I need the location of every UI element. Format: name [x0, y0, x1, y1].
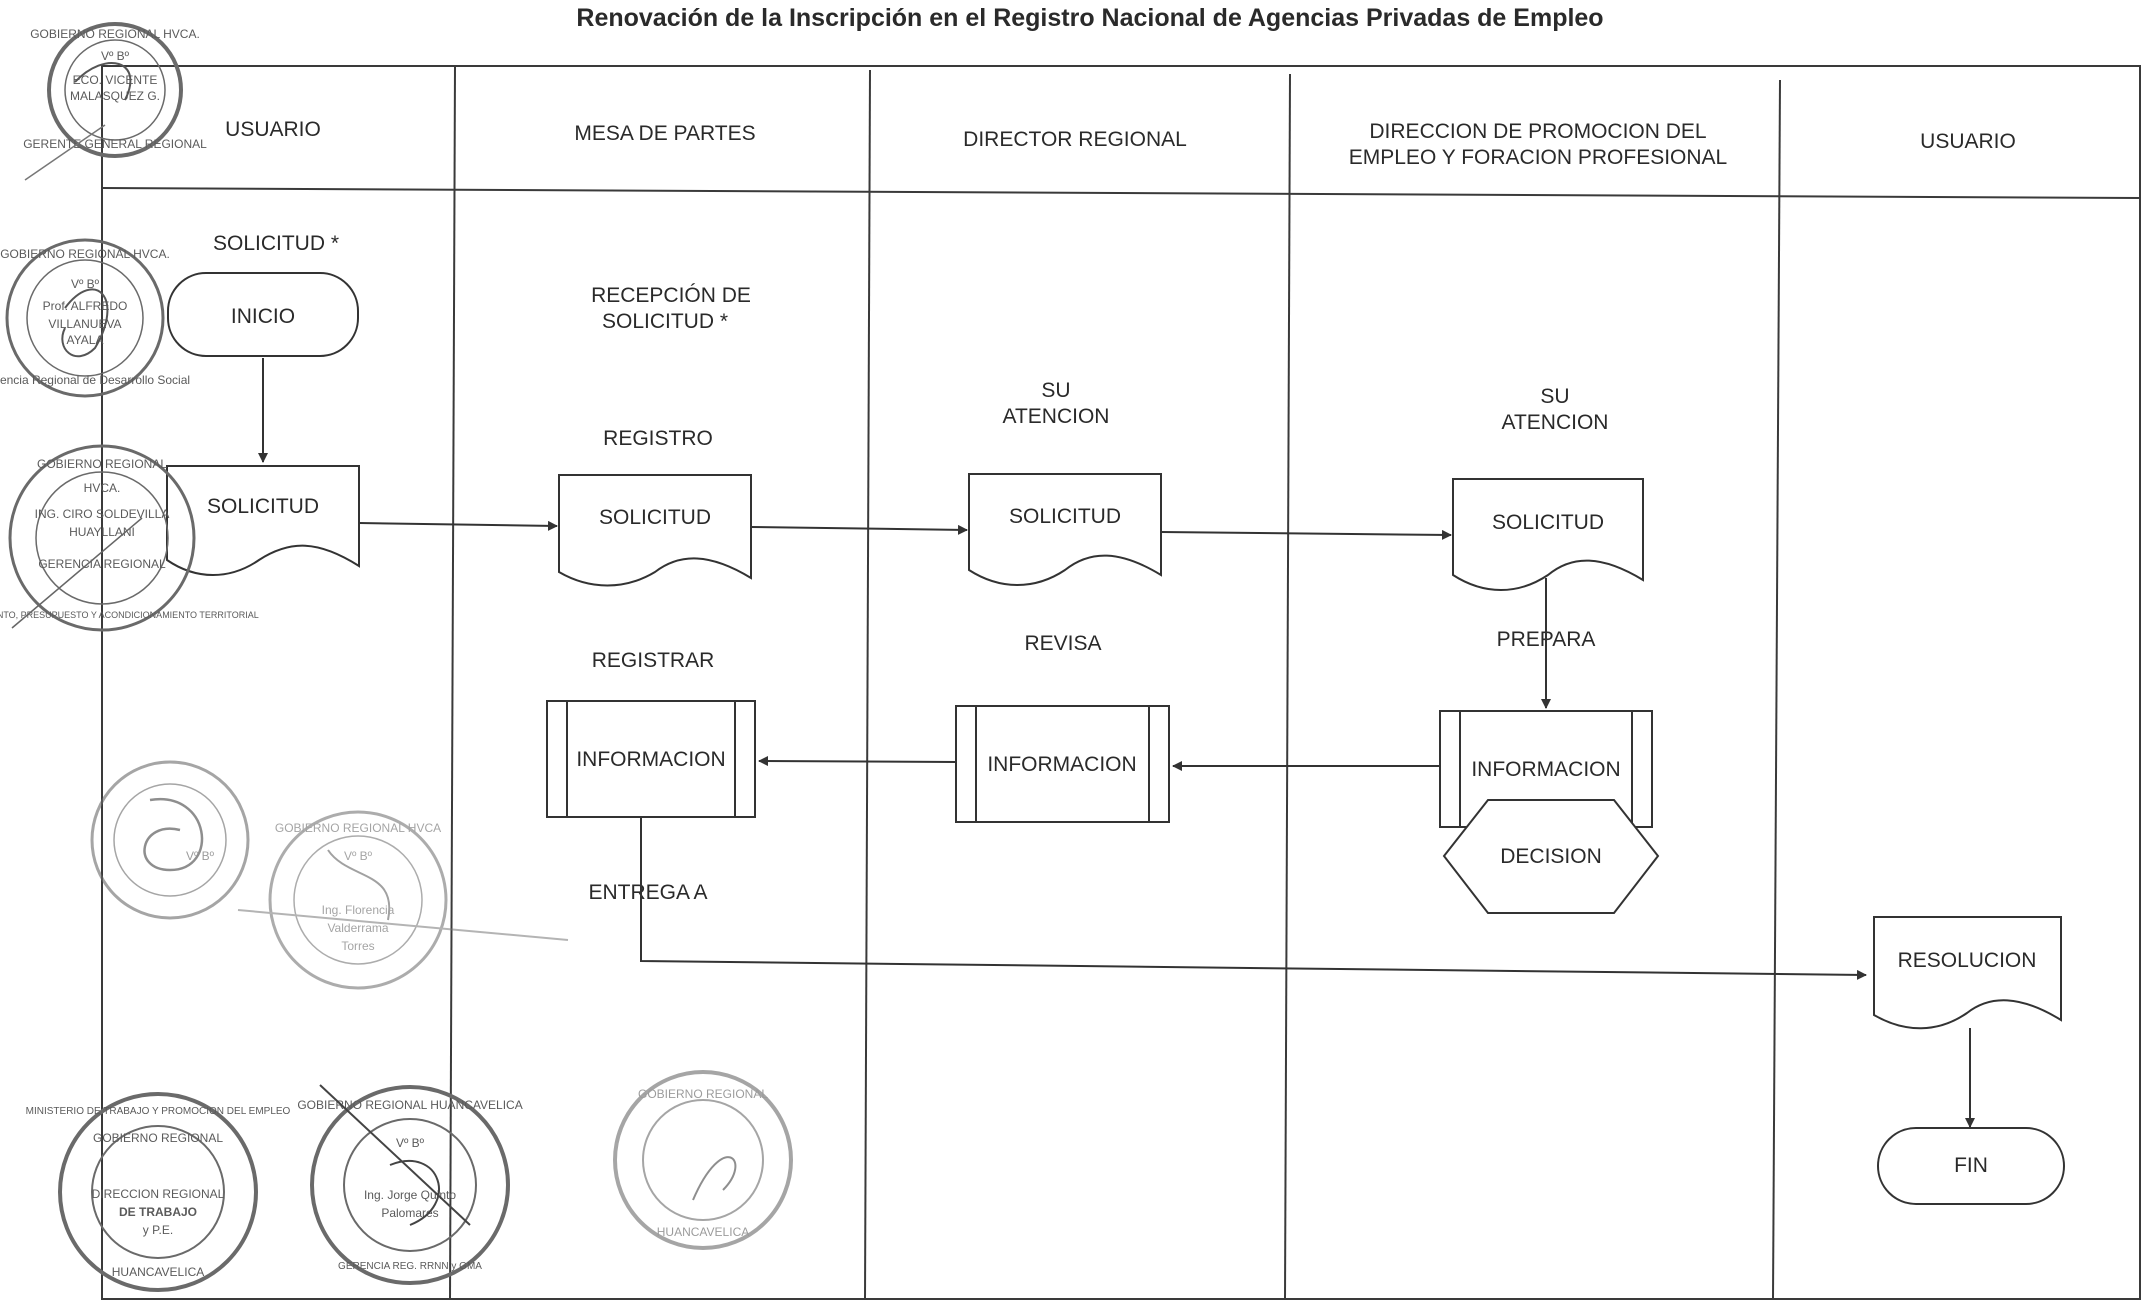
stamp-seal-1: GOBIERNO REGIONAL HVCA. Vº Bº ECO. VICEN…: [23, 22, 207, 181]
lane-header-director-regional: DIRECTOR REGIONAL: [963, 128, 1187, 151]
informacion-process-1: INFORMACION: [546, 700, 756, 818]
svg-text:USUARIO: USUARIO: [225, 118, 321, 141]
svg-text:RESOLUCION: RESOLUCION: [1898, 949, 2037, 972]
svg-text:INFORMACION: INFORMACION: [576, 748, 725, 771]
svg-text:GOBIERNO REGIONAL HVCA: GOBIERNO REGIONAL HVCA: [275, 821, 441, 835]
svg-text:INFORMACION: INFORMACION: [1471, 758, 1620, 781]
label-su-1: SU: [1041, 379, 1070, 402]
lane-header-mesa-de-partes: MESA DE PARTES: [574, 122, 755, 145]
label-entrega: ENTREGA A: [588, 881, 707, 904]
arrow-info1-to-resolucion: [640, 818, 1867, 980]
connectors: [258, 358, 1975, 1128]
svg-text:HVCA.: HVCA.: [84, 481, 121, 495]
arrow-sol1-to-sol2: [358, 520, 558, 531]
svg-text:GERENCIA REG. RRNN y GMA: GERENCIA REG. RRNN y GMA: [338, 1261, 482, 1272]
svg-text:Vº Bº: Vº Bº: [396, 1136, 425, 1150]
svg-text:GOBIERNO REGIONAL HUANCAVELICA: GOBIERNO REGIONAL HUANCAVELICA: [297, 1098, 522, 1112]
label-registrar: REGISTRAR: [592, 649, 715, 672]
svg-text:MALASQUEZ G.: MALASQUEZ G.: [70, 89, 160, 103]
lane-header-usuario-2: USUARIO: [1920, 130, 2016, 153]
svg-text:INFORMACION: INFORMACION: [987, 753, 1136, 776]
svg-text:y P.E.: y P.E.: [143, 1223, 173, 1237]
stamp-seal-6: MINISTERIO DE TRABAJO Y PROMOCION DEL EM…: [26, 1092, 291, 1292]
svg-text:GOBIERNO REGIONAL HVCA.: GOBIERNO REGIONAL HVCA.: [0, 247, 170, 261]
svg-text:Torres: Torres: [341, 939, 374, 953]
stamp-seal-4: Vº Bº: [90, 760, 250, 920]
arrow-info2-to-info1: [758, 756, 957, 767]
decision-hexagon: DECISION: [1442, 799, 1660, 914]
label-atencion-2: ATENCION: [1502, 411, 1609, 434]
label-su-2: SU: [1540, 385, 1569, 408]
svg-text:Valderrama: Valderrama: [327, 921, 388, 935]
svg-text:EMPLEO Y FORACION PROFESIONAL: EMPLEO Y FORACION PROFESIONAL: [1349, 146, 1727, 169]
svg-text:DECISION: DECISION: [1500, 845, 1602, 868]
swimlane-grid: [101, 65, 2141, 1300]
svg-text:Gerencia Regional de Desarroll: Gerencia Regional de Desarrollo Social: [0, 373, 190, 387]
svg-text:AYALA: AYALA: [67, 333, 104, 347]
svg-text:GERENTE GENERAL REGIONAL: GERENTE GENERAL REGIONAL: [23, 137, 207, 151]
stamp-seal-3: GOBIERNO REGIONAL HVCA. ING. CIRO SOLDEV…: [0, 444, 259, 632]
arrow-sol2-to-sol3: [750, 524, 968, 535]
solicitud-document-3: SOLICITUD: [968, 473, 1162, 586]
svg-text:Vº Bº: Vº Bº: [101, 49, 130, 63]
label-revisa: REVISA: [1024, 632, 1101, 655]
svg-text:Palomares: Palomares: [381, 1206, 438, 1220]
svg-text:SOLICITUD: SOLICITUD: [207, 495, 319, 518]
svg-text:Vº Bº: Vº Bº: [186, 849, 215, 863]
svg-text:VILLANUEVA: VILLANUEVA: [48, 317, 121, 331]
svg-text:DIRECCION REGIONAL: DIRECCION REGIONAL: [92, 1187, 225, 1201]
svg-text:INICIO: INICIO: [231, 305, 295, 328]
svg-text:SOLICITUD: SOLICITUD: [1009, 505, 1121, 528]
svg-text:SOLICITUD: SOLICITUD: [1492, 511, 1604, 534]
solicitud-document-1: SOLICITUD: [166, 465, 360, 576]
svg-text:PLANEAMIENTO, PRESUPUESTO Y AC: PLANEAMIENTO, PRESUPUESTO Y ACONDICIONAM…: [0, 610, 259, 620]
arrow-sol3-to-sol4: [1160, 529, 1452, 540]
diagram-title: Renovación de la Inscripción en el Regis…: [576, 4, 1603, 32]
solicitud-document-2: SOLICITUD: [558, 474, 752, 587]
svg-text:GOBIERNO REGIONAL HVCA.: GOBIERNO REGIONAL HVCA.: [30, 27, 200, 41]
stamp-seal-2: GOBIERNO REGIONAL HVCA. Vº Bº Prof. ALFR…: [0, 238, 190, 398]
stamp-seal-7: GOBIERNO REGIONAL HUANCAVELICA Vº Bº Ing…: [297, 1084, 523, 1285]
svg-text:FIN: FIN: [1954, 1154, 1988, 1177]
label-atencion-1: ATENCION: [1003, 405, 1110, 428]
label-recepcion-1: RECEPCIÓN DE: [591, 284, 751, 307]
svg-text:Prof. ALFREDO: Prof. ALFREDO: [43, 299, 128, 313]
svg-text:GOBIERNO REGIONAL: GOBIERNO REGIONAL: [37, 457, 167, 471]
inicio-terminator: INICIO: [167, 272, 359, 357]
svg-text:GOBIERNO REGIONAL: GOBIERNO REGIONAL: [93, 1131, 223, 1145]
svg-text:HUANCAVELICA: HUANCAVELICA: [657, 1225, 749, 1239]
svg-text:ING. CIRO SOLDEVILLA: ING. CIRO SOLDEVILLA: [35, 507, 170, 521]
svg-text:HUANCAVELICA: HUANCAVELICA: [112, 1265, 204, 1279]
svg-text:Ing. Florencia: Ing. Florencia: [322, 903, 395, 917]
svg-text:DIRECTOR REGIONAL: DIRECTOR REGIONAL: [963, 128, 1187, 151]
svg-text:USUARIO: USUARIO: [1920, 130, 2016, 153]
lane-header-direccion-promocion: DIRECCION DE PROMOCION DEL EMPLEO Y FORA…: [1349, 120, 1727, 169]
svg-text:DE TRABAJO: DE TRABAJO: [119, 1205, 197, 1219]
informacion-process-2: INFORMACION: [955, 705, 1170, 823]
svg-text:Vº Bº: Vº Bº: [344, 849, 373, 863]
svg-text:DIRECCION DE PROMOCION DEL: DIRECCION DE PROMOCION DEL: [1369, 120, 1706, 143]
label-recepcion-2: SOLICITUD *: [602, 310, 728, 333]
svg-text:Vº Bº: Vº Bº: [71, 277, 100, 291]
svg-text:MINISTERIO DE TRABAJO Y PROMOC: MINISTERIO DE TRABAJO Y PROMOCION DEL EM…: [26, 1106, 291, 1117]
stamp-seal-8: GOBIERNO REGIONAL HUANCAVELICA: [613, 1070, 793, 1250]
solicitud-document-4: SOLICITUD: [1452, 478, 1644, 591]
svg-text:MESA DE PARTES: MESA DE PARTES: [574, 122, 755, 145]
svg-text:GERENCIA REGIONAL: GERENCIA REGIONAL: [38, 557, 166, 571]
resolucion-document: RESOLUCION: [1873, 916, 2062, 1030]
label-solicitud-star: SOLICITUD *: [213, 232, 339, 255]
lane-header-usuario-1: USUARIO: [225, 118, 321, 141]
svg-text:GOBIERNO REGIONAL: GOBIERNO REGIONAL: [638, 1087, 768, 1101]
fin-terminator: FIN: [1877, 1127, 2065, 1205]
svg-text:HUAYLLANI: HUAYLLANI: [69, 525, 135, 539]
label-registro: REGISTRO: [603, 427, 713, 450]
svg-text:SOLICITUD: SOLICITUD: [599, 506, 711, 529]
svg-text:ECO. VICENTE: ECO. VICENTE: [73, 73, 158, 87]
stamp-seal-5: GOBIERNO REGIONAL HVCA Vº Bº Ing. Floren…: [237, 810, 569, 990]
